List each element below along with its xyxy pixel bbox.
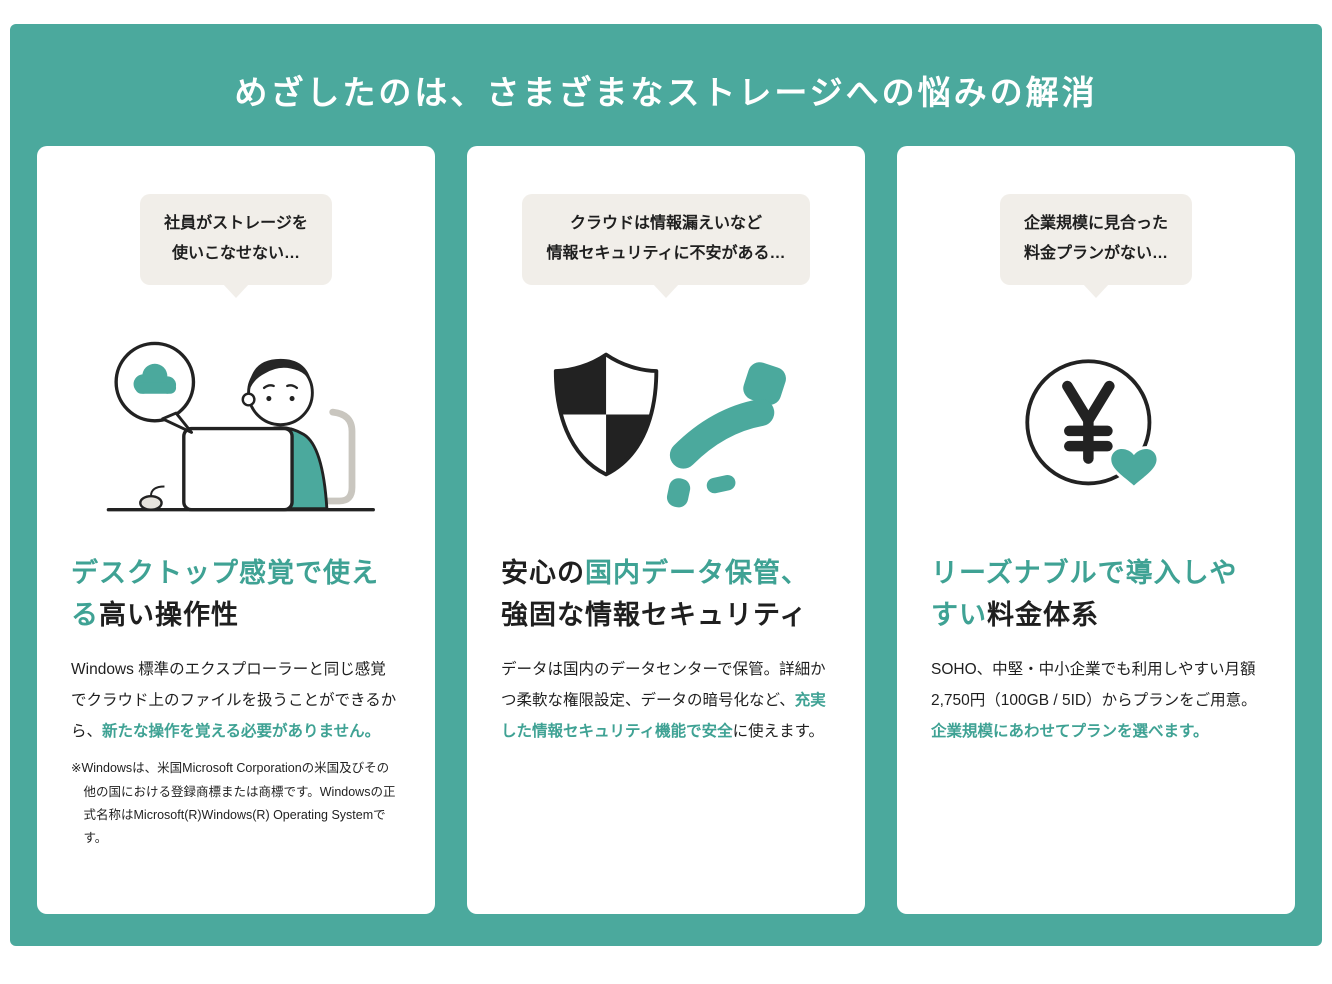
- card-heading: 安心の国内データ保管、強固な情報セキュリティ: [501, 553, 831, 637]
- person-at-laptop-svg: [106, 341, 375, 512]
- shield-japan-svg: [553, 352, 786, 508]
- eye-icon: [266, 395, 272, 401]
- card-usability: 社員がストレージを 使いこなせない…: [37, 146, 435, 914]
- card-heading-pre: 安心の: [501, 557, 585, 588]
- yen-heart-svg: [1025, 359, 1160, 490]
- mouse-cable: [149, 485, 165, 497]
- card-body: Windows 標準のエクスプローラーと同じ感覚でクラウド上のファイルを扱うこと…: [71, 654, 401, 747]
- chair-icon: [310, 408, 356, 505]
- card-heading: デスクトップ感覚で使える高い操作性: [71, 553, 401, 637]
- eyebrow-icon: [286, 383, 299, 389]
- card-heading-accent: リーズナブルで導入しやすい: [931, 557, 1238, 630]
- body-text: SOHO、中堅・中小企業でも利用しやすい月額2,750円（100GB / 5ID…: [931, 661, 1257, 710]
- person-at-laptop-illustration: [71, 313, 401, 545]
- japan-map-icon: [666, 362, 786, 508]
- hair-icon: [248, 358, 313, 394]
- cloud-icon: [133, 363, 177, 394]
- benefits-section: めざしたのは、さまざまなストレージへの悩みの解消 社員がストレージを 使いこなせ…: [10, 24, 1322, 946]
- eyebrow-icon: [262, 383, 275, 389]
- card-heading-rest: 強固な情報セキュリティ: [501, 599, 808, 630]
- yen-icon: [1062, 380, 1115, 464]
- pain-point-bubble: クラウドは情報漏えいなど 情報セキュリティに不安がある…: [522, 194, 810, 285]
- body-text: に使えます。: [732, 723, 825, 741]
- laptop-icon: [182, 426, 294, 512]
- card-security: クラウドは情報漏えいなど 情報セキュリティに不安がある…: [467, 146, 865, 914]
- shield-outline: [553, 352, 659, 477]
- body-text-accent: 充実した情報セキュリティ機能で安全: [501, 692, 826, 741]
- body-text-accent: 新たな操作を覚える必要がありません。: [102, 723, 381, 741]
- ear-icon: [241, 392, 256, 407]
- card-heading-accent: デスクトップ感覚で使える: [71, 557, 379, 630]
- card-heading-accent: 国内データ保管、: [585, 557, 809, 588]
- card-heading-rest: 料金体系: [987, 599, 1099, 630]
- card-body: データは国内のデータセンターで保管。詳細かつ柔軟な権限設定、データの暗号化など、…: [501, 654, 831, 747]
- body-text-accent: 企業規模にあわせてプランを選べます。: [931, 723, 1209, 741]
- speech-bubble-tail: [161, 411, 193, 434]
- heart-icon: [1108, 445, 1160, 490]
- card-heading-rest: 高い操作性: [99, 599, 239, 630]
- card-body: SOHO、中堅・中小企業でも利用しやすい月額2,750円（100GB / 5ID…: [931, 654, 1261, 747]
- section-title: めざしたのは、さまざまなストレージへの悩みの解消: [234, 74, 1098, 111]
- windows-trademark-footnote: ※Windowsは、米国Microsoft Corporationの米国及びその…: [71, 761, 396, 845]
- mouse-icon: [139, 494, 163, 511]
- shield-japan-illustration: [501, 313, 831, 545]
- body-text: データは国内のデータセンターで保管。詳細かつ柔軟な権限設定、データの暗号化など、: [501, 661, 826, 710]
- body-text: Windows 標準のエクスプローラーと同じ感覚でクラウド上のファイルを扱うこと…: [71, 661, 397, 741]
- eye-icon: [289, 395, 295, 401]
- card-row: 社員がストレージを 使いこなせない…: [10, 146, 1322, 914]
- pain-point-bubble: 社員がストレージを 使いこなせない…: [140, 194, 332, 285]
- card-pricing: 企業規模に見合った 料金プランがない… リーズナブルで導入しやすい料金体系 SO…: [897, 146, 1295, 914]
- card-heading: リーズナブルで導入しやすい料金体系: [931, 553, 1261, 637]
- pain-point-bubble: 企業規模に見合った 料金プランがない…: [999, 194, 1192, 285]
- yen-heart-illustration: [931, 313, 1261, 545]
